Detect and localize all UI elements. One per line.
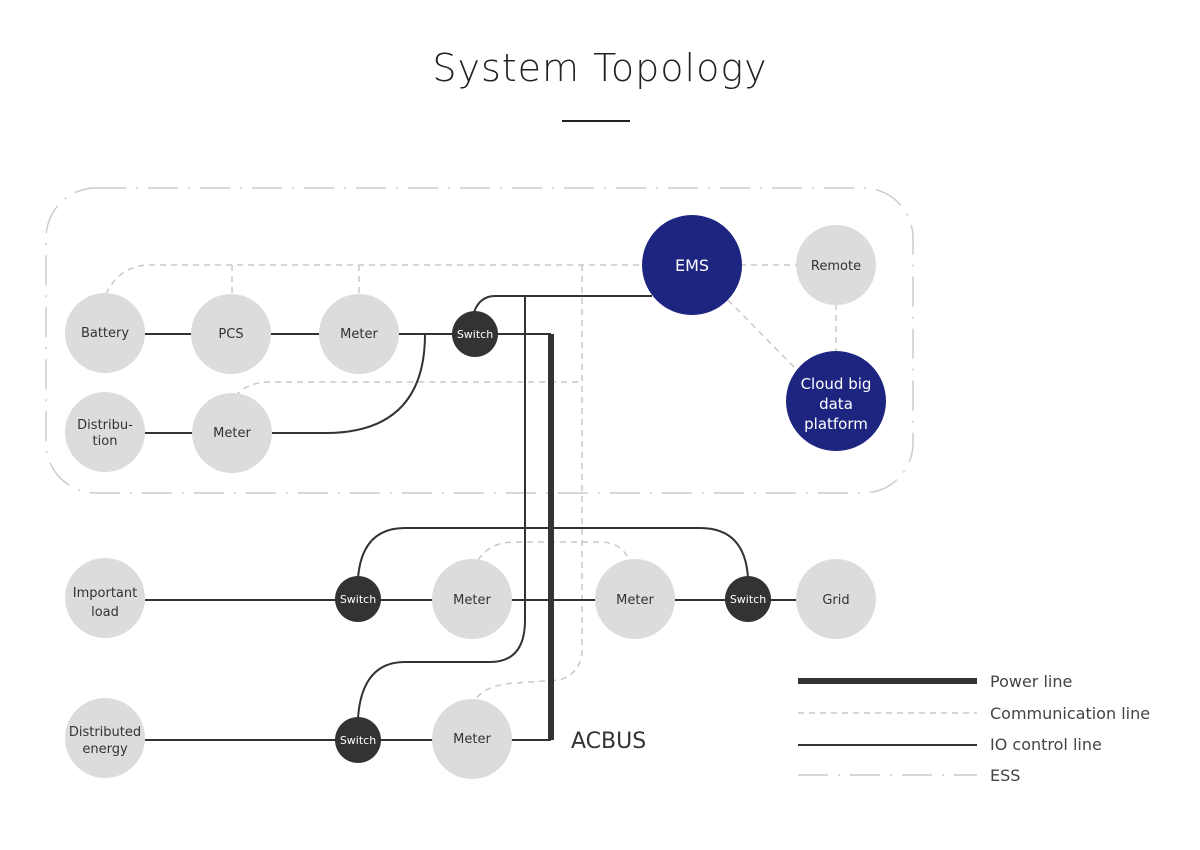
meter-de-label: Meter [453,732,491,747]
node-meter-de[interactable]: Meter [432,699,512,779]
switch-grid-label: Switch [730,593,766,606]
title-underline [562,120,630,122]
cloud-label-3: platform [804,415,868,433]
legend-io-line-label: IO control line [990,735,1102,754]
node-distributed-energy[interactable]: Distributed energy [65,698,145,778]
io-control-lines [145,295,797,741]
meter-load-label: Meter [453,593,491,608]
node-meter-ess[interactable]: Meter [319,294,399,374]
switch-ess-label: Switch [457,328,493,341]
node-meter-grid[interactable]: Meter [595,559,675,639]
comm-line-top [105,264,644,295]
distributed-energy-label-1: Distributed [69,725,141,740]
distributed-energy-label-2: energy [82,742,128,757]
cloud-label-2: data [819,395,853,413]
node-remote[interactable]: Remote [796,225,876,305]
node-battery[interactable]: Battery [65,293,145,373]
switch-de-label: Switch [340,734,376,747]
grid-label: Grid [822,593,849,608]
node-switch-de[interactable]: Switch [335,717,381,763]
node-meter-distribution[interactable]: Meter [192,393,272,473]
node-ems[interactable]: EMS [642,215,742,315]
legend-ess-label: ESS [990,766,1020,785]
node-pcs[interactable]: PCS [191,294,271,374]
important-load-label-1: Important [73,586,137,601]
legend-communication-line-label: Communication line [990,704,1150,723]
node-switch-load[interactable]: Switch [335,576,381,622]
comm-line-dist-meter [234,381,582,397]
battery-label: Battery [81,326,129,341]
comm-line-load-meters [477,541,629,561]
important-load-label-2: load [91,605,119,620]
page-title: System Topology [432,46,768,90]
io-line-switch-ems [473,295,652,313]
switch-load-label: Switch [340,593,376,606]
distribution-label-2: tion [93,434,118,449]
node-distribution[interactable]: Distribu- tion [65,392,145,472]
remote-label: Remote [811,259,861,274]
node-grid[interactable]: Grid [796,559,876,639]
cloud-label-1: Cloud big [801,375,872,393]
communication-lines [105,264,837,701]
legend-power-line-label: Power line [990,672,1072,691]
meter-ess-label: Meter [340,327,378,342]
acbus-label: ACBUS [571,729,646,754]
distribution-label-1: Distribu- [77,418,133,433]
node-cloud-platform[interactable]: Cloud big data platform [786,351,886,451]
pcs-label: PCS [218,327,243,342]
node-switch-ess[interactable]: Switch [452,311,498,357]
node-important-load[interactable]: Important load [65,558,145,638]
legend: Power line Communication line IO control… [798,672,1150,785]
ems-label: EMS [675,256,709,275]
node-switch-grid[interactable]: Switch [725,576,771,622]
meter-distribution-label: Meter [213,426,251,441]
io-line-vertical [357,296,526,719]
comm-line-ems-cloud [727,299,796,369]
meter-grid-label: Meter [616,593,654,608]
io-line-meter-curve [272,333,426,434]
node-meter-load[interactable]: Meter [432,559,512,639]
ess-boundary [45,187,914,494]
